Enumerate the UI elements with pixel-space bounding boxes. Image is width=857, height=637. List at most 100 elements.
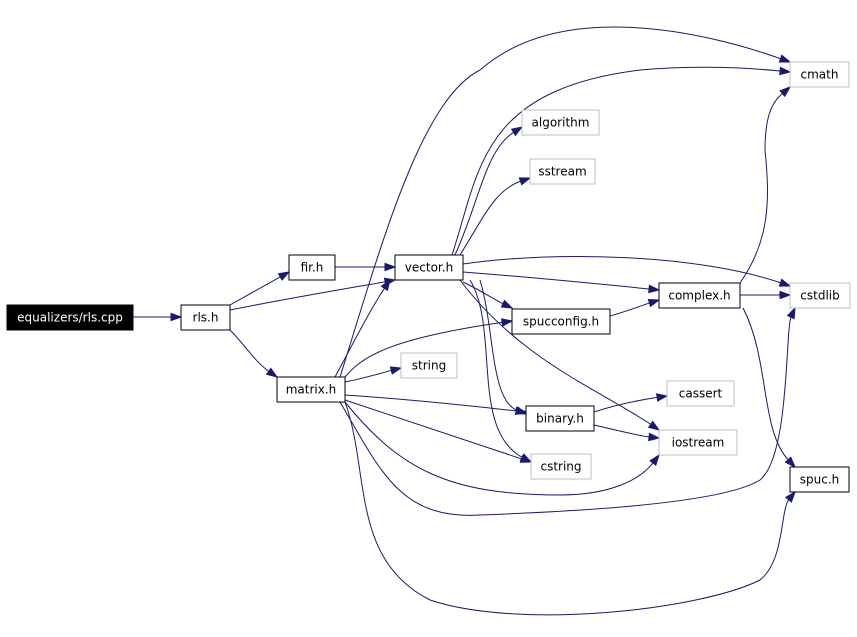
node-box [288,254,336,281]
edge-matrix_h-to-string [344,366,403,383]
edge-fir_h-to-vector_h [335,262,397,272]
node-string[interactable]: string [400,352,458,379]
edge-matrix_h-to-cmath [339,26,792,378]
arrowhead-sstream [518,177,532,186]
edge-rls_h-to-vector_h [229,277,397,311]
node-iostream[interactable]: iostream [658,429,738,456]
node-sstream[interactable]: sstream [529,158,596,185]
node-box [789,61,850,88]
node-box [400,352,458,379]
arrowhead-complex_h [648,284,661,294]
node-vector-h[interactable]: vector.h [394,254,464,281]
node-label: string [412,359,446,373]
node-label: cstring [540,460,581,474]
edge-matrix_h-to-vector_h [334,278,391,378]
node-label: cmath [801,68,839,82]
node-label: equalizers/rls.cpp [17,311,123,325]
node-box [789,466,850,493]
node-box [666,380,735,407]
edge-binary_h-to-cassert [593,393,669,413]
edge-vector_h-to-binary_h [479,279,528,415]
node-label: vector.h [405,261,453,275]
arrowhead-cassert [655,393,669,402]
node-complex-h[interactable]: complex.h [658,282,741,309]
arrowhead-cstring [519,454,533,463]
edge-matrix_h-to-cstring [344,399,533,463]
edge-binary_h-to-iostream [593,424,661,442]
arrowhead-rls_h [170,312,183,322]
edge-spucconfig_h-to-complex_h [609,299,661,317]
node-box [525,405,595,432]
arrowhead-algorithm [510,126,524,137]
node-cmath[interactable]: cmath [789,61,850,88]
arrowhead-fir_h [277,271,291,281]
node-label: algorithm [532,116,590,130]
arrowhead-iostream [647,420,661,431]
edge-rls_cpp-to-rls_h [133,312,183,322]
edge-vector_h-to-spucconfig_h [462,281,514,309]
node-label: iostream [672,436,725,450]
node-cassert[interactable]: cassert [666,380,735,407]
node-box [789,282,851,309]
node-box [394,254,464,281]
edge-complex_h-to-cstdlib [740,290,792,300]
arrowhead-binary_h [515,406,528,416]
node-spucconfig-h[interactable]: spucconfig.h [511,308,611,335]
node-cstdlib[interactable]: cstdlib [789,282,851,309]
node-fir-h[interactable]: fir.h [288,254,336,281]
node-cstring[interactable]: cstring [530,453,592,480]
node-box [521,109,600,136]
edge-vector_h-to-complex_h [462,271,661,294]
edges-layer [133,26,797,616]
node-matrix-h[interactable]: matrix.h [276,376,346,403]
node-label: cassert [679,387,723,401]
arrowhead-complex_h [647,299,661,308]
node-algorithm[interactable]: algorithm [521,109,600,136]
arrowhead-matrix_h [265,367,279,378]
arrowhead-spucconfig_h [500,299,514,309]
node-box [6,304,134,331]
edge-complex_h-to-spuc_h [742,307,797,469]
edge-vector_h-to-cmath [451,66,792,256]
node-rls-cpp[interactable]: equalizers/rls.cpp [6,304,134,331]
arrowhead-cstdlib [778,278,792,287]
edge-matrix_h-to-spuc_h [344,401,796,616]
edge-matrix_h-to-binary_h [344,394,528,416]
edge-vector_h-to-sstream [459,177,532,256]
node-label: binary.h [536,412,584,426]
node-label: fir.h [301,261,324,275]
node-label: cstdlib [800,289,839,303]
arrowhead-iostream [649,453,660,466]
edge-vector_h-to-cstring [469,279,533,463]
arrowhead-iostream [648,432,661,442]
edge-matrix_h-to-spucconfig_h [344,318,514,378]
node-box [276,376,346,403]
edge-vector_h-to-iostream [459,279,661,431]
edge-rls_h-to-matrix_h [229,329,279,378]
node-box [529,158,596,185]
arrowhead-cstdlib [786,306,796,320]
node-box [658,282,741,309]
arrowhead-vector_h [384,262,397,272]
node-label: spucconfig.h [523,315,599,329]
node-box [511,308,611,335]
arrowhead-spucconfig_h [500,318,514,327]
arrowhead-vector_h [380,278,391,292]
edge-rls_h-to-fir_h [229,271,291,306]
edge-vector_h-to-algorithm [454,126,524,256]
node-box [658,429,738,456]
nodes-layer: equalizers/rls.cpp rls.h fir.h matrix.h vect… [6,61,851,493]
node-binary-h[interactable]: binary.h [525,405,595,432]
node-spuc-h[interactable]: spuc.h [789,466,850,493]
arrowhead-cmath [779,66,792,76]
arrowhead-cmath [779,86,792,98]
edge-complex_h-to-cmath [739,86,792,284]
arrowhead-spuc_h [784,456,797,469]
node-label: spuc.h [800,473,840,487]
node-label: matrix.h [286,383,337,397]
node-label: sstream [538,165,586,179]
node-box [530,453,592,480]
node-box [180,304,231,331]
node-rls-h[interactable]: rls.h [180,304,231,331]
